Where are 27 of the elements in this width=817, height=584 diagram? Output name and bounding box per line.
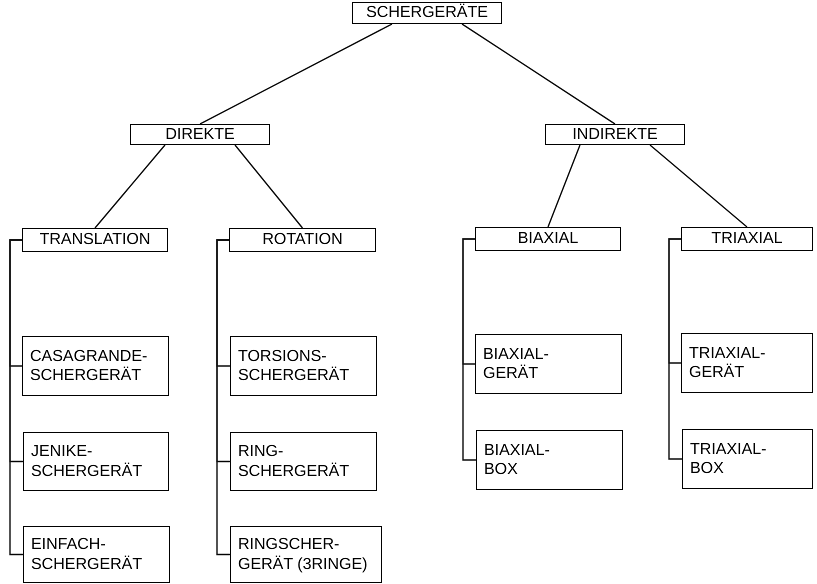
connector-line xyxy=(9,239,23,556)
category-box: RINGSCHER- GERÄT (3RINGE) xyxy=(230,526,382,583)
connector-line xyxy=(668,238,682,460)
category-box: ROTATION xyxy=(229,228,376,252)
connector-line xyxy=(462,238,476,461)
category-box: BIAXIAL- GERÄT xyxy=(475,334,622,394)
category-box: TORSIONS- SCHERGERÄT xyxy=(230,336,377,396)
category-box: DIREKTE xyxy=(130,124,270,145)
category-box: CASAGRANDE- SCHERGERÄT xyxy=(22,336,169,396)
category-box: TRIAXIAL- BOX xyxy=(682,429,813,489)
connector-line xyxy=(547,144,581,228)
category-box: BIAXIAL xyxy=(475,227,621,251)
category-box: EINFACH- SCHERGERÄT xyxy=(23,526,170,583)
connector-line xyxy=(94,144,166,228)
category-box: JENIKE- SCHERGERÄT xyxy=(23,432,169,491)
category-box: INDIREKTE xyxy=(545,124,685,145)
category-box: TRIAXIAL xyxy=(681,227,813,251)
connector-line xyxy=(216,239,230,556)
category-box: RING- SCHERGERÄT xyxy=(230,432,377,491)
category-box: BIAXIAL- BOX xyxy=(476,430,623,490)
connector-line xyxy=(650,144,748,228)
connector-line xyxy=(462,23,616,125)
connector-line xyxy=(234,144,304,228)
category-box: SCHERGERÄTE xyxy=(352,2,502,24)
connector-line xyxy=(200,23,392,125)
category-box: TRIAXIAL- GERÄT xyxy=(681,333,813,393)
category-box: TRANSLATION xyxy=(22,228,168,252)
